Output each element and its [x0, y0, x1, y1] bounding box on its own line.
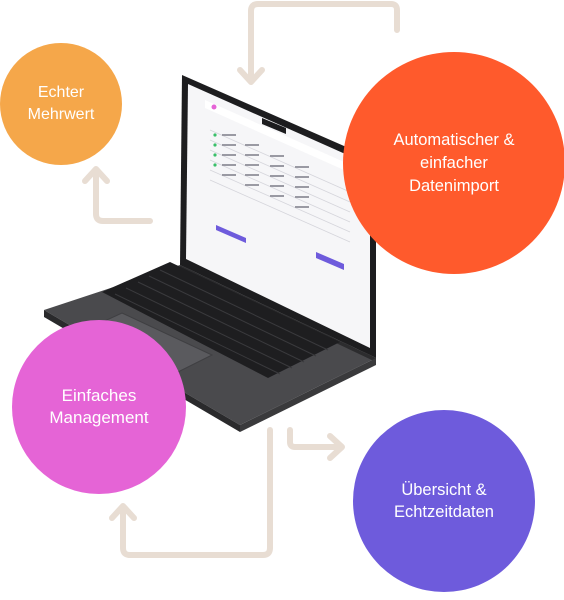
arrowhead-down [237, 67, 265, 85]
dashboard-button [316, 252, 344, 270]
laptop-keyboard [102, 262, 340, 378]
node-echter-mehrwert: Echter Mehrwert [0, 43, 122, 165]
status-dots [213, 133, 217, 167]
node-label: Einfaches Management [49, 386, 149, 427]
node-label: Übersicht & Echtzeitdaten [394, 481, 494, 521]
dashboard-table-cells [222, 134, 309, 208]
arrowhead-right [327, 433, 345, 461]
node-label: Automatischer & einfacher Datenimport [393, 130, 515, 195]
arrow-laptop-to-management [120, 427, 273, 558]
arrow-import-to-laptop [248, 1, 400, 83]
arrow-laptop-to-uebersicht [287, 427, 343, 450]
cycle-arrows [82, 1, 400, 558]
arrowhead-up-bottom [109, 503, 137, 521]
laptop-illustration [44, 75, 376, 432]
arrow-laptop-to-mehrwert [93, 167, 153, 224]
node-label: Echter Mehrwert [27, 84, 95, 123]
dashboard-table [209, 129, 351, 243]
arrowhead-up [82, 166, 110, 184]
node-einfaches-management: Einfaches Management [12, 320, 186, 494]
node-datenimport: Automatischer & einfacher Datenimport [343, 52, 564, 274]
node-uebersicht-echtzeitdaten: Übersicht & Echtzeitdaten [353, 410, 535, 592]
dashboard-button [216, 225, 246, 243]
